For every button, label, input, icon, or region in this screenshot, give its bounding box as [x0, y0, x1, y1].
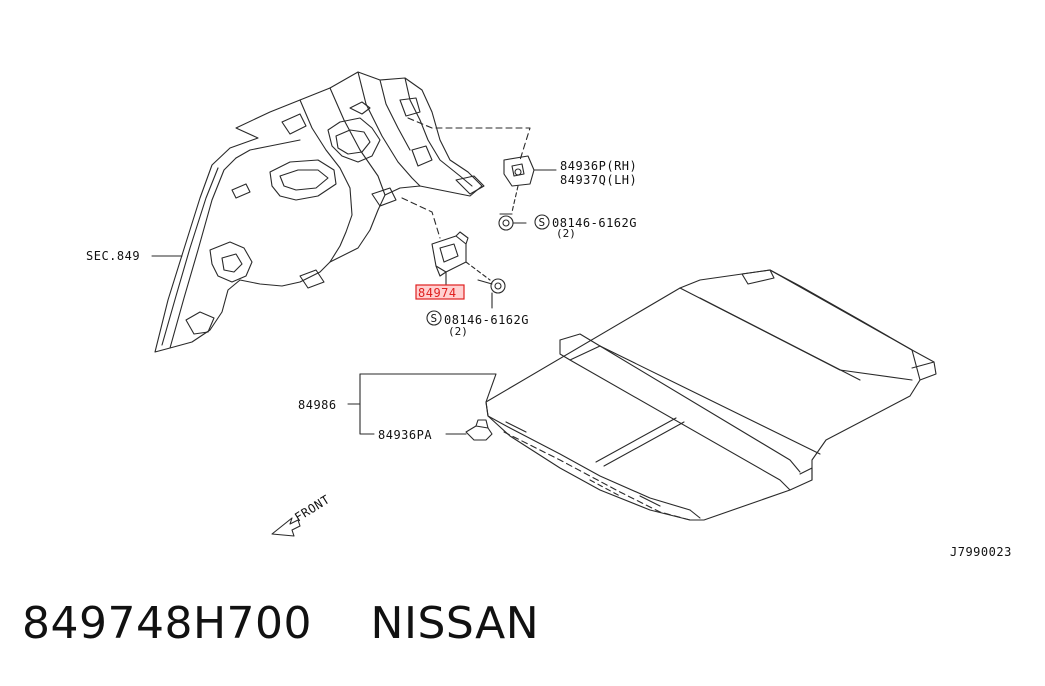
label-84974: 84974 — [418, 286, 457, 300]
dashed-leader-bracket-mid — [401, 197, 441, 239]
p84986-leader-upper — [359, 373, 497, 403]
bracket-84974 — [431, 231, 469, 277]
label-bolt-top-qty: (2) — [556, 227, 576, 240]
label-front: FRONT — [292, 492, 332, 524]
bolt-top-dashed — [511, 185, 519, 213]
s-symbol-mid — [426, 310, 442, 326]
label-bolt-mid: 08146-6162G — [444, 313, 529, 327]
front-arrow-icon — [271, 517, 301, 537]
label-sec849: SEC.849 — [86, 249, 140, 263]
s-symbol-top-label: S — [539, 216, 546, 229]
label-bolt-mid-qty: (2) — [448, 325, 468, 338]
highlight-box-84974 — [415, 284, 465, 300]
label-84936p: 84936P(RH) — [560, 159, 637, 173]
clip-84936pa — [465, 419, 493, 441]
quarter-trim-panel — [154, 71, 485, 353]
brand-name: NISSAN — [370, 598, 540, 649]
label-84986: 84986 — [298, 398, 337, 412]
footer-caption: 849748H700 NISSAN — [22, 598, 539, 649]
bolt-top — [498, 213, 514, 231]
bolt-mid-dashed — [465, 261, 491, 281]
bracket-84936p — [503, 155, 535, 187]
p84986-bracket — [359, 373, 375, 435]
s-symbol-top — [534, 214, 550, 230]
part-number: 849748H700 — [22, 598, 313, 649]
dashed-leader-bracket-top — [407, 117, 531, 161]
diagram-id: J7990023 — [950, 545, 1012, 559]
label-84937q: 84937Q(LH) — [560, 173, 637, 187]
label-84936pa: 84936PA — [378, 428, 432, 442]
s-symbol-mid-label: S — [431, 312, 438, 325]
bolt-mid — [477, 278, 506, 294]
label-bolt-top: 08146-6162G — [552, 216, 637, 230]
luggage-floor-board — [485, 269, 937, 521]
